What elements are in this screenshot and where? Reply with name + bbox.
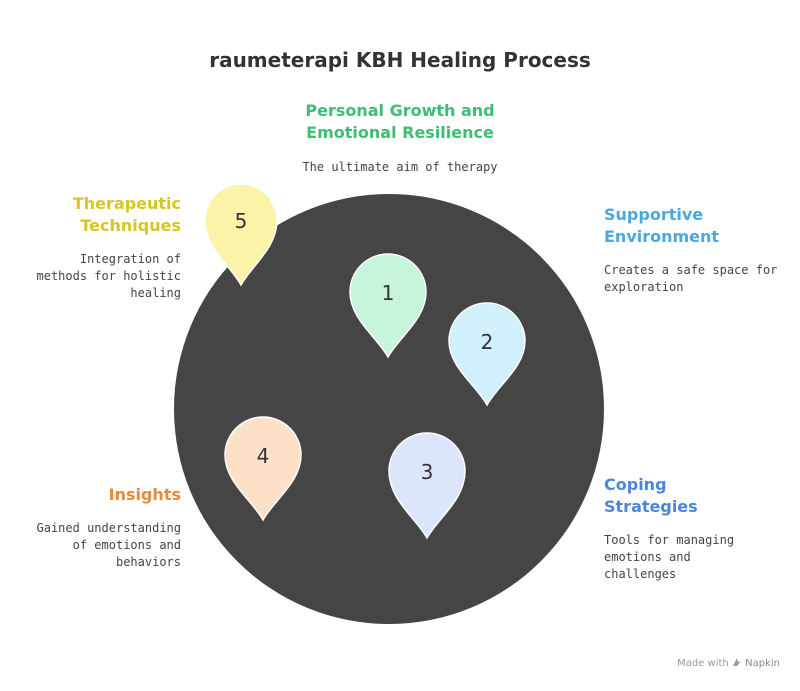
personal-growth-description: The ultimate aim of therapy (302, 160, 498, 174)
pin-3-number: 3 (421, 460, 434, 484)
supportive-environment-description-line1: Creates a safe space for (604, 263, 778, 277)
coping-strategies-heading-line2: Strategies (604, 497, 698, 516)
insights-description: Gained understanding of emotions and beh… (18, 520, 182, 571)
pin-5: 5 (204, 183, 278, 287)
coping-strategies-heading: Coping Strategies (604, 474, 784, 518)
pin-4-shape (224, 416, 302, 522)
pin-1: 1 (349, 253, 427, 359)
pin-4-number: 4 (257, 444, 270, 468)
coping-strategies-description-line1: Tools for managing (604, 533, 735, 547)
coping-strategies-description-line2: emotions and (604, 550, 691, 564)
pin-2: 2 (448, 302, 526, 407)
therapeutic-techniques-heading-line1: Therapeutic (72, 194, 181, 213)
pin-1-number: 1 (382, 281, 395, 305)
coping-strategies-description-line3: challenges (604, 567, 677, 581)
coping-strategies-description: Tools for managing emotions and challeng… (604, 532, 784, 583)
insights-description-line2: of emotions and (72, 538, 181, 552)
diagram-title: raumeterapi KBH Healing Process (209, 48, 591, 72)
stage-insights: Insights Gained understanding of emotion… (18, 484, 182, 571)
pin-2-shape (448, 302, 526, 407)
made-with-label: Made with (677, 658, 729, 669)
supportive-environment-heading-line2: Environment (604, 227, 720, 246)
coping-strategies-heading-line1: Coping (604, 475, 667, 494)
therapeutic-techniques-description: Integration of methods for holistic heal… (18, 251, 182, 302)
napkin-brand: Napkin (745, 658, 780, 669)
personal-growth-heading-line1: Personal Growth and (305, 101, 495, 120)
therapeutic-techniques-description-line3: healing (130, 286, 181, 300)
insights-description-line1: Gained understanding (36, 521, 182, 535)
therapeutic-techniques-heading-line2: Techniques (80, 216, 181, 235)
insights-heading: Insights (108, 485, 181, 504)
made-with-napkin[interactable]: Made with Napkin (677, 657, 780, 669)
supportive-environment-description-line2: exploration (604, 280, 684, 294)
supportive-environment-heading: Supportive Environment (604, 204, 784, 248)
process-circle (174, 194, 604, 624)
stage-therapeutic-techniques: Therapeutic Techniques Integration of me… (18, 193, 182, 302)
pin-1-shape (349, 253, 427, 359)
pin-5-number: 5 (235, 209, 248, 233)
insights-description-line3: behaviors (115, 555, 181, 569)
stage-personal-growth: Personal Growth and Emotional Resilience… (250, 100, 550, 176)
stage-coping-strategies: Coping Strategies Tools for managing emo… (604, 474, 784, 583)
pin-4: 4 (224, 416, 302, 522)
stage-supportive-environment: Supportive Environment Creates a safe sp… (604, 204, 784, 296)
napkin-logo-icon (732, 658, 741, 666)
pin-3: 3 (388, 432, 466, 540)
personal-growth-heading-line2: Emotional Resilience (306, 123, 494, 142)
therapeutic-techniques-description-line1: Integration of (79, 252, 181, 266)
personal-growth-heading: Personal Growth and Emotional Resilience (250, 100, 550, 144)
pin-3-shape (388, 432, 466, 540)
supportive-environment-description: Creates a safe space for exploration (604, 262, 784, 296)
supportive-environment-heading-line1: Supportive (604, 205, 704, 224)
therapeutic-techniques-description-line2: methods for holistic (36, 269, 182, 283)
pin-5-shape (204, 183, 278, 287)
pin-2-number: 2 (481, 330, 494, 354)
therapeutic-techniques-heading: Therapeutic Techniques (18, 193, 181, 237)
